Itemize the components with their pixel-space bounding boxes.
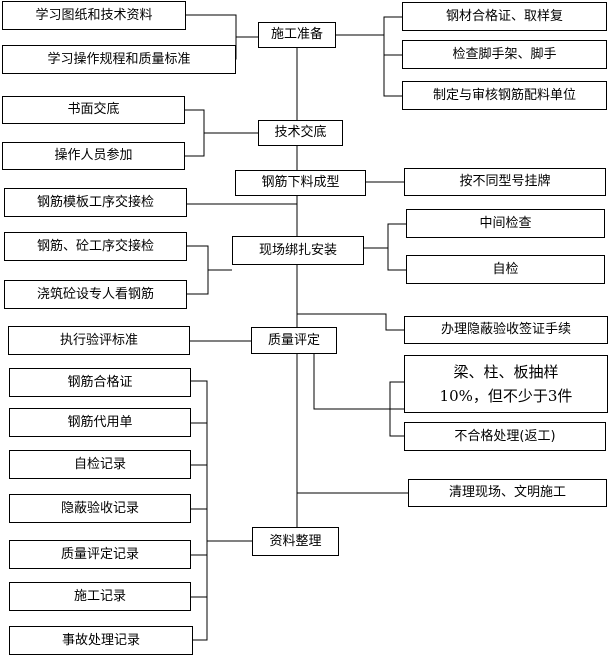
node-scaffold: 检查脚手架、脚手 <box>402 40 607 69</box>
node-rebar-schedule: 制定与审核钢筋配料单位 <box>402 81 607 110</box>
node-tech-brief: 技术交底 <box>258 120 343 146</box>
brief-left-bracket <box>185 109 205 157</box>
node-rebar-cert: 钢筋合格证 <box>9 368 191 397</box>
node-sampling: 梁、柱、板抽样 10%，但不少于3件 <box>404 355 608 413</box>
node-quality-record: 质量评定记录 <box>9 540 191 569</box>
node-operators: 操作人员参加 <box>2 142 185 170</box>
node-exec-standard: 执行验评标准 <box>8 326 190 355</box>
node-pour-watch: 浇筑砼设专人看钢筋 <box>4 280 187 309</box>
node-substitute: 钢筋代用单 <box>9 408 191 437</box>
node-docs: 资料整理 <box>252 527 339 556</box>
sampling-line-2: 10%，但不少于3件 <box>439 387 573 405</box>
node-mid-check: 中间检查 <box>406 209 605 238</box>
node-quality-eval: 质量评定 <box>251 327 337 354</box>
node-concealed-sign: 办理隐蔽验收签证手续 <box>404 316 608 344</box>
node-cut-form: 钢筋下料成型 <box>235 170 366 196</box>
binding-left-bracket <box>187 245 209 295</box>
concealed-link <box>297 313 404 331</box>
node-cleanup: 清理现场、文明施工 <box>408 479 607 507</box>
eval-right-link <box>313 353 404 410</box>
node-nonconform: 不合格处理(返工) <box>404 422 606 451</box>
node-tag-by-type: 按不同型号挂牌 <box>404 168 606 196</box>
node-site-binding: 现场绑扎安装 <box>232 236 364 265</box>
node-construct-record: 施工记录 <box>9 582 191 611</box>
node-written-brief: 书面交底 <box>2 96 185 124</box>
sampling-line-1: 梁、柱、板抽样 <box>453 363 559 381</box>
node-self-record: 自检记录 <box>9 450 191 479</box>
eval-right-bracket <box>389 381 404 437</box>
node-concealed-record: 隐蔽验收记录 <box>9 494 191 523</box>
binding-right-bracket <box>387 223 406 271</box>
node-prep: 施工准备 <box>258 22 336 48</box>
node-steel-cert: 钢材合格证、取样复 <box>402 2 607 31</box>
prep-right-bracket <box>383 16 402 97</box>
node-accident-record: 事故处理记录 <box>9 626 193 655</box>
node-concrete-handover: 钢筋、砼工序交接检 <box>4 232 187 261</box>
node-study-drawings: 学习图纸和技术资料 <box>2 1 186 30</box>
node-self-check: 自检 <box>406 255 605 284</box>
node-study-rules: 学习操作规程和质量标准 <box>2 45 236 74</box>
docs-left-bracket <box>191 380 208 641</box>
node-formwork-handover: 钢筋模板工序交接检 <box>4 188 187 217</box>
